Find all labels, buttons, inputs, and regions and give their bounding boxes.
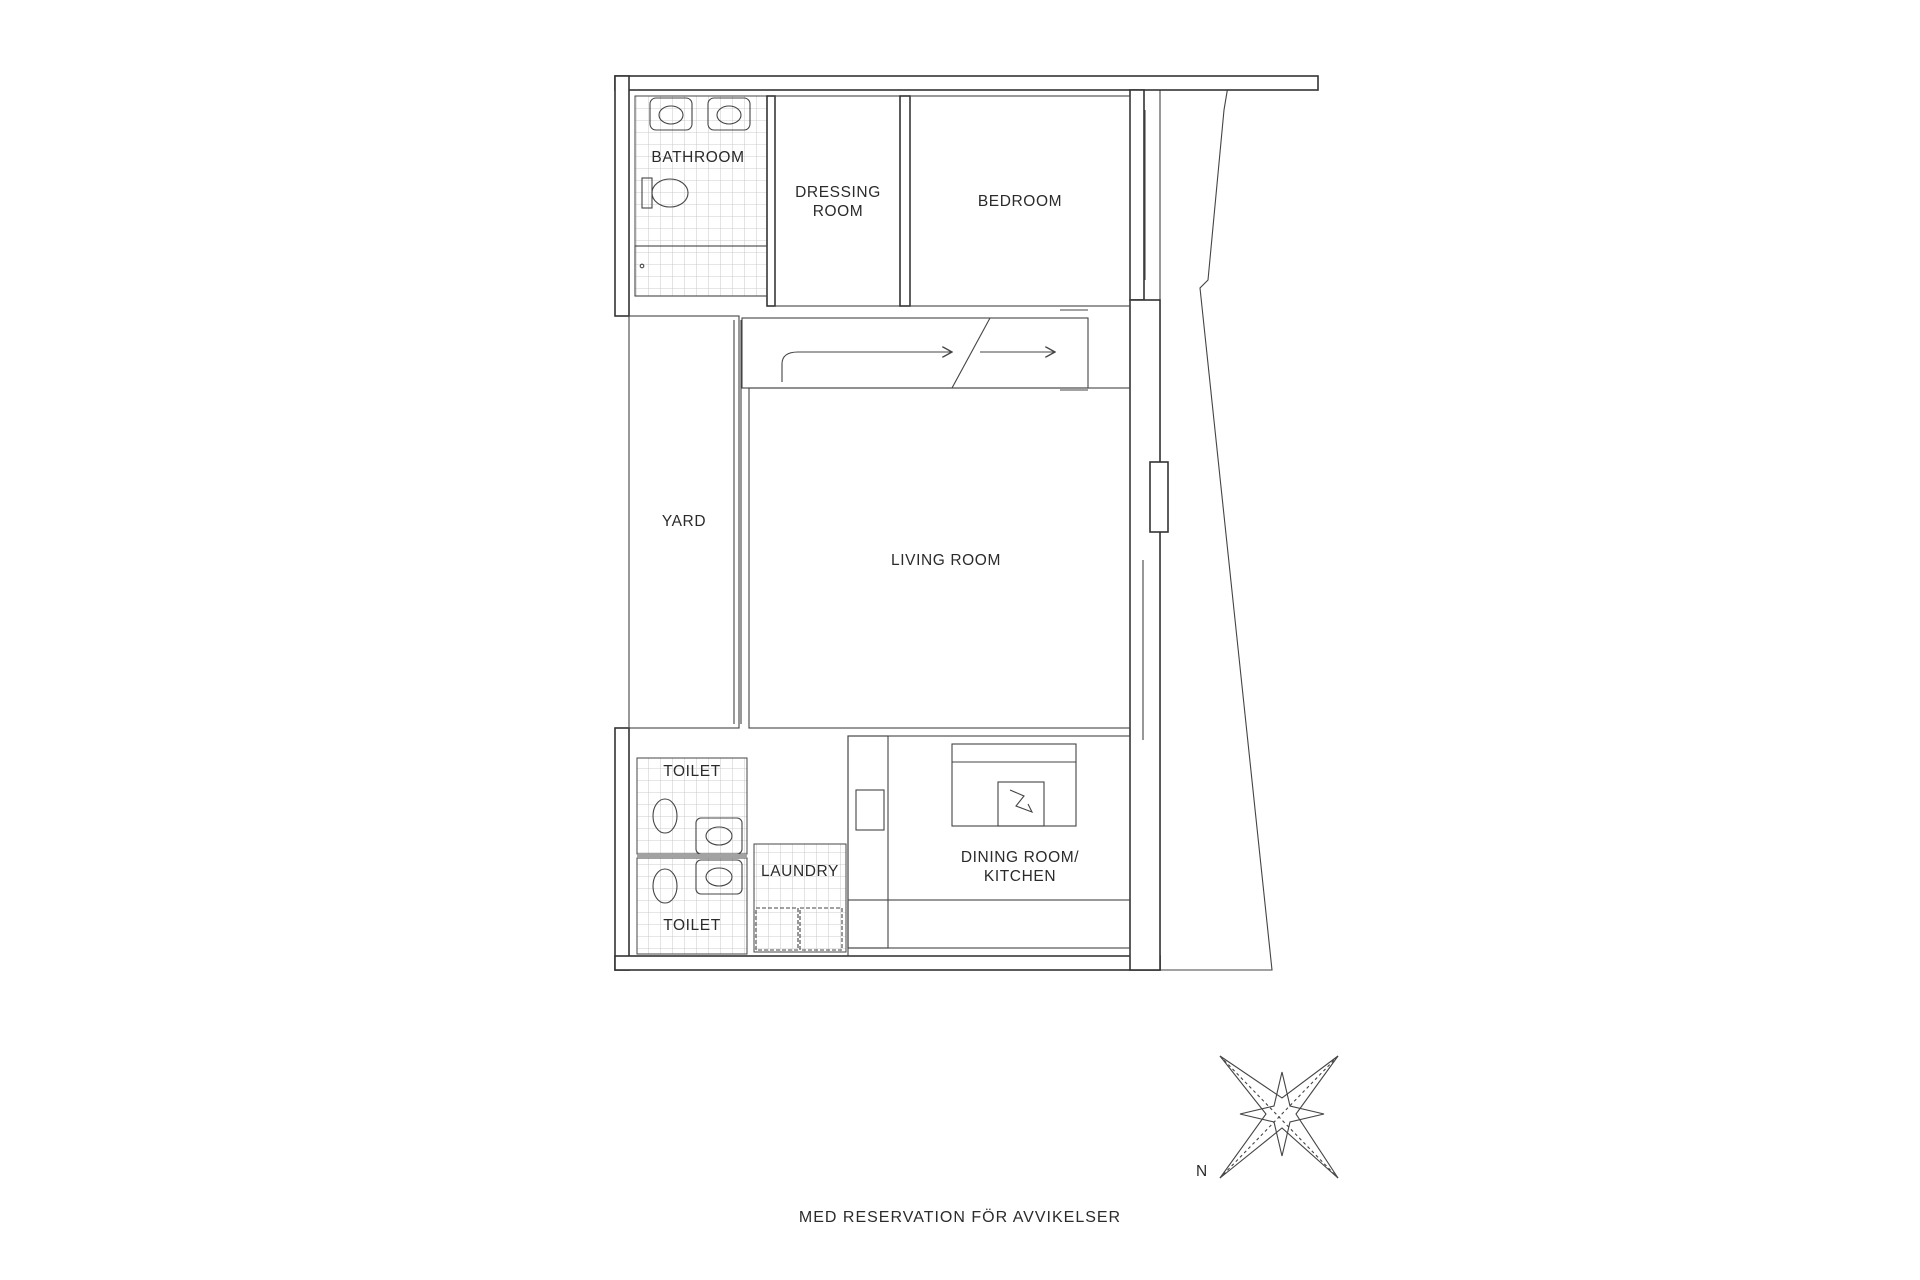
sink-icon xyxy=(649,97,693,131)
cooktop-icon xyxy=(997,781,1045,827)
sink-icon xyxy=(705,867,733,887)
washer-icon xyxy=(755,907,799,951)
living-room-outline xyxy=(748,387,1131,729)
bathroom-area xyxy=(634,95,768,297)
toilet-icon xyxy=(651,178,689,208)
compass-rose-icon xyxy=(1219,1055,1339,1179)
room-label-yard: YARD xyxy=(662,513,706,530)
toilet-lower-area xyxy=(636,857,748,955)
sink-icon xyxy=(716,105,742,125)
yard-area xyxy=(628,315,740,729)
right-wall-lower xyxy=(1129,299,1161,971)
counter-side xyxy=(847,735,889,949)
left-wall-lower xyxy=(614,727,630,971)
room-label-toilet-upper: TOILET xyxy=(663,763,721,780)
room-label-laundry: LAUNDRY xyxy=(761,863,839,880)
bathroom-wall xyxy=(766,95,776,307)
sink-icon xyxy=(658,105,684,125)
island xyxy=(951,743,1077,827)
kitchen-outline xyxy=(847,735,1131,957)
bottom-wall xyxy=(614,955,1161,971)
toilet-icon xyxy=(652,868,678,904)
compass-north-label: N xyxy=(1196,1163,1208,1180)
room-label-dressing-2: ROOM xyxy=(813,203,864,220)
bedroom-outline xyxy=(909,95,1131,307)
room-label-bathroom: BATHROOM xyxy=(651,149,744,166)
sink-icon xyxy=(707,97,751,131)
drain-icon xyxy=(639,263,645,269)
room-label-toilet-lower: TOILET xyxy=(663,917,721,934)
room-label-living-room: LIVING ROOM xyxy=(891,552,1001,569)
counter xyxy=(847,899,1131,949)
hall-outline xyxy=(741,317,1089,389)
disclaimer: MED RESERVATION FÖR AVVIKELSER xyxy=(799,1208,1121,1226)
oven-icon xyxy=(855,789,885,831)
toilet-icon xyxy=(652,798,678,834)
room-label-dressing-1: DRESSING xyxy=(795,184,881,201)
dressing-room-outline xyxy=(774,95,902,307)
top-wall xyxy=(614,75,1319,91)
bathtub-icon xyxy=(634,245,768,297)
sink-icon xyxy=(705,826,733,846)
bolt-icon xyxy=(1009,789,1034,814)
dressing-wall xyxy=(899,95,911,307)
dryer-icon xyxy=(799,907,843,951)
room-label-dining-2: KITCHEN xyxy=(984,868,1056,885)
right-wall-upper xyxy=(1129,89,1145,301)
room-label-dining-1: DINING ROOM/ xyxy=(961,849,1079,866)
left-wall-upper xyxy=(614,75,630,317)
terrace-outline xyxy=(1159,85,1273,971)
sink-icon xyxy=(695,817,743,855)
sink-icon xyxy=(695,859,743,895)
room-label-bedroom: BEDROOM xyxy=(978,193,1062,210)
